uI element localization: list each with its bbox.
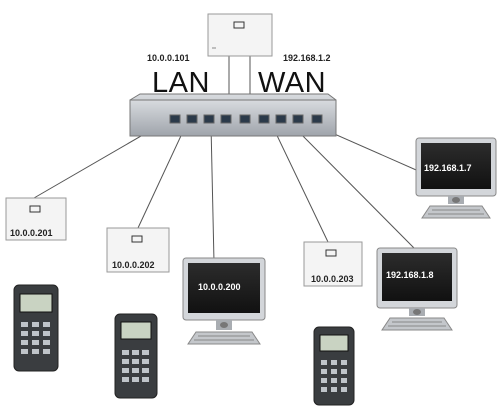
switch-wan-ip-label: 192.168.1.2 [283, 53, 331, 63]
pc-wan-2-ip-label: 192.168.1.8 [386, 270, 434, 280]
computer-icon-lan [182, 257, 266, 345]
switch-lan-ip-label: 10.0.0.101 [147, 53, 190, 63]
computer-icon-wan-1 [415, 137, 497, 219]
pc-lan-ip-label: 10.0.0.200 [198, 282, 241, 292]
controller-2-ip-label: 10.0.0.202 [112, 260, 155, 270]
keypad-reader-icon-3 [313, 326, 355, 406]
keypad-reader-icon-1 [13, 284, 59, 372]
controller-module-icon-1 [5, 197, 67, 241]
pc-wan-1-ip-label: 192.168.1.7 [424, 163, 472, 173]
keypad-reader-icon-2 [114, 313, 158, 399]
top-controller-icon [207, 13, 273, 57]
controller-module-icon-2 [106, 227, 170, 273]
lan-label: LAN [152, 67, 210, 99]
controller-1-ip-label: 10.0.0.201 [10, 228, 53, 238]
computer-icon-wan-2 [376, 247, 458, 331]
wan-label: WAN [258, 67, 327, 99]
controller-module-icon-3 [303, 241, 363, 287]
connection-lines [33, 55, 424, 263]
network-switch-icon [129, 93, 337, 137]
controller-3-ip-label: 10.0.0.203 [311, 274, 354, 284]
